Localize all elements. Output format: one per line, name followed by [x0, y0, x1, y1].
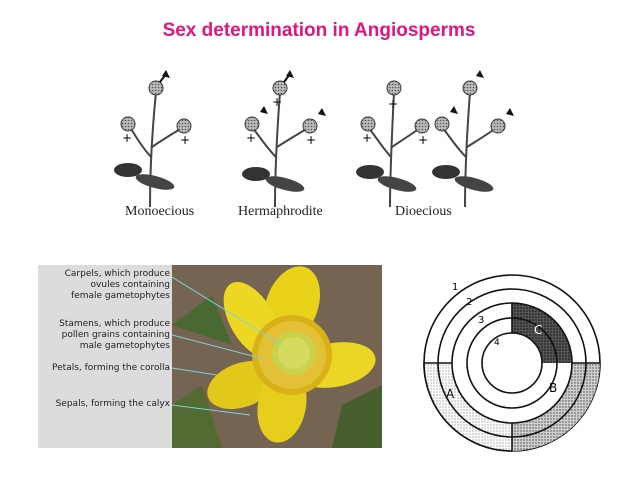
ring-number-4: 4	[494, 338, 500, 348]
whorl-abc-diagram: 1 2 3 4 A B C	[412, 268, 612, 458]
slide-title: Sex determination in Angiosperms	[0, 20, 638, 42]
svg-text:+: +	[306, 133, 316, 147]
carpels-text: Carpels, which produce ovules containing…	[65, 269, 170, 301]
dioecious-label: Dioecious	[395, 204, 452, 220]
svg-text:+: +	[180, 133, 190, 147]
petals-callout: Petals, forming the corolla	[52, 363, 170, 374]
buttercup-flower-photo	[172, 265, 382, 448]
hermaphrodite-plant: + + +	[242, 70, 326, 207]
flower-anatomy-panel: Carpels, which produce ovules containing…	[38, 265, 382, 448]
region-letter-c: C	[534, 323, 542, 337]
region-letter-a: A	[446, 387, 455, 401]
svg-text:+: +	[418, 133, 428, 147]
sepals-text: Sepals, forming the calyx	[56, 399, 170, 409]
stamens-text: Stamens, which produce pollen grains con…	[59, 319, 170, 351]
ring-number-2: 2	[466, 297, 472, 308]
region-letter-b: B	[549, 381, 557, 395]
monoecious-plant: + +	[114, 70, 191, 207]
dioecious-male-plant	[432, 70, 514, 207]
plant-sex-types-diagram: + + + + + + + +	[100, 62, 540, 222]
hermaphrodite-label: Hermaphrodite	[238, 204, 323, 220]
petals-text: Petals, forming the corolla	[52, 363, 170, 373]
monoecious-label: Monoecious	[125, 204, 194, 220]
dioecious-female-plant: + + +	[356, 81, 429, 207]
svg-text:+: +	[246, 131, 256, 145]
svg-text:+: +	[388, 97, 398, 111]
svg-text:+: +	[272, 95, 282, 109]
sepals-callout: Sepals, forming the calyx	[56, 399, 170, 410]
carpels-callout: Carpels, which produce ovules containing…	[65, 269, 170, 302]
ring-number-3: 3	[478, 315, 484, 326]
svg-text:+: +	[122, 131, 132, 145]
stamens-callout: Stamens, which produce pollen grains con…	[59, 319, 170, 352]
svg-text:+: +	[362, 131, 372, 145]
ring-number-1: 1	[452, 282, 458, 293]
